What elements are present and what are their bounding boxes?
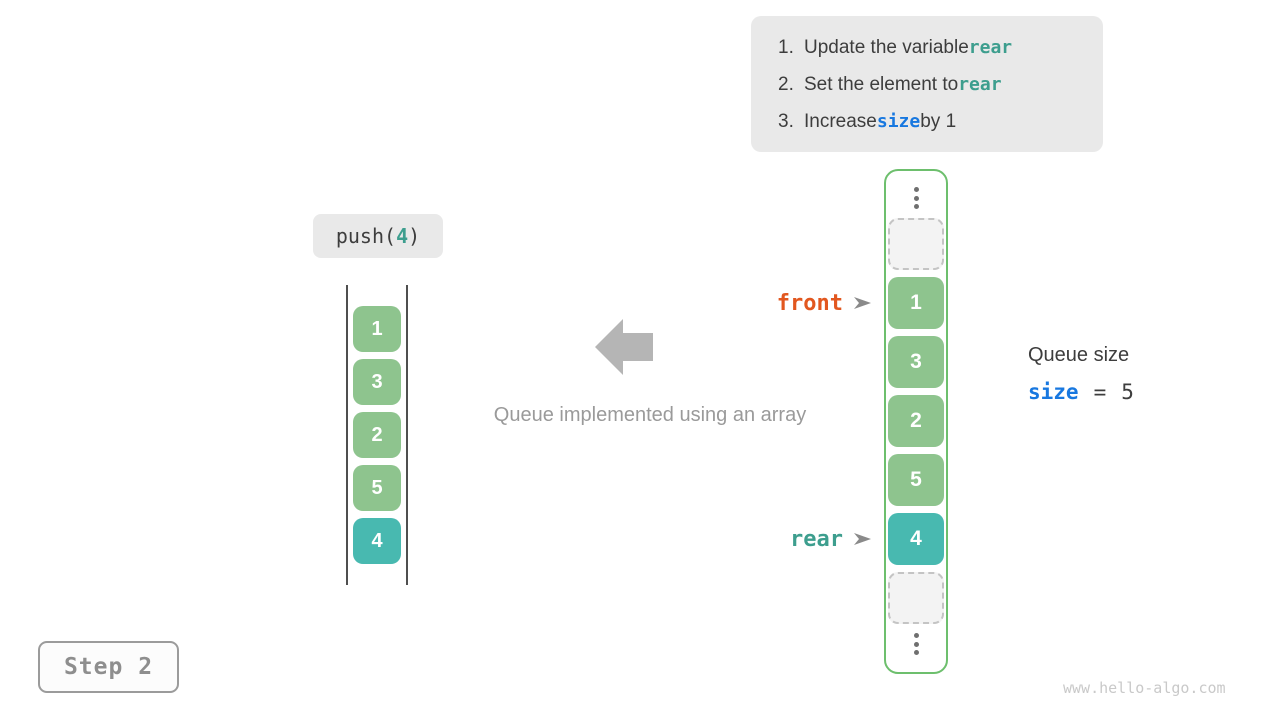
push-suffix: ): [408, 224, 421, 248]
stack-cell: 3: [353, 359, 401, 405]
stack-cell: 5: [353, 465, 401, 511]
instruction-box: 1. Update the variable rear 2. Set the elem…: [751, 16, 1103, 152]
instruction-item: 1. Update the variable rear: [778, 29, 1103, 66]
instruction-item: 3. Increase size by 1: [778, 103, 1103, 140]
ellipsis-dots-icon: [913, 185, 919, 211]
size-variable: size: [1028, 380, 1079, 404]
front-pointer: front: [700, 289, 872, 317]
rear-pointer-label: rear: [790, 526, 843, 552]
abstract-queue-stack: 1 3 2 5 4: [346, 285, 408, 585]
array-empty-slot: [888, 572, 944, 624]
front-pointer-label: front: [776, 290, 843, 316]
watermark: www.hello-algo.com: [1063, 679, 1226, 697]
left-arrow-icon: [595, 319, 653, 375]
queue-size-block: Queue size size = 5: [1028, 344, 1134, 404]
step-badge: Step 2: [38, 641, 179, 693]
instruction-code-token: rear: [968, 37, 1013, 58]
ellipsis-dots-icon: [913, 631, 919, 657]
push-prefix: push(: [335, 224, 397, 248]
queue-size-title: Queue size: [1028, 344, 1130, 366]
instruction-item: 2. Set the element to rear: [778, 66, 1103, 103]
array-empty-slot: [888, 218, 944, 270]
stack-cell: 1: [353, 306, 401, 352]
instruction-text: by 1: [920, 110, 957, 132]
stack-cell: 2: [353, 412, 401, 458]
instruction-number: 1.: [778, 36, 794, 58]
array-cell: 2: [888, 395, 944, 447]
array-cell: 5: [888, 454, 944, 506]
instruction-text: Increase: [804, 110, 877, 132]
size-value: 5: [1121, 380, 1134, 404]
instruction-text: Set the element to: [804, 73, 959, 95]
instruction-code-token: rear: [958, 74, 1002, 95]
instruction-code-token: size: [876, 111, 921, 132]
equals-sign: =: [1093, 380, 1107, 404]
pointer-arrow-icon: [854, 297, 871, 309]
stack-cell: 4: [353, 518, 401, 564]
queue-size-expression: size = 5: [1028, 380, 1134, 404]
instruction-number: 3.: [778, 110, 794, 132]
rear-pointer: rear: [700, 525, 872, 553]
array-cell: 4: [888, 513, 944, 565]
diagram-caption: Queue implemented using an array: [493, 404, 807, 426]
instruction-text: Update the variable: [804, 36, 969, 58]
push-argument: 4: [396, 224, 409, 248]
array-cell: 3: [888, 336, 944, 388]
array-container: 1 3 2 5 4: [884, 169, 948, 674]
push-operation-label: push(4): [313, 214, 443, 258]
pointer-arrow-icon: [854, 533, 871, 545]
array-cell: 1: [888, 277, 944, 329]
instruction-number: 2.: [778, 73, 794, 95]
